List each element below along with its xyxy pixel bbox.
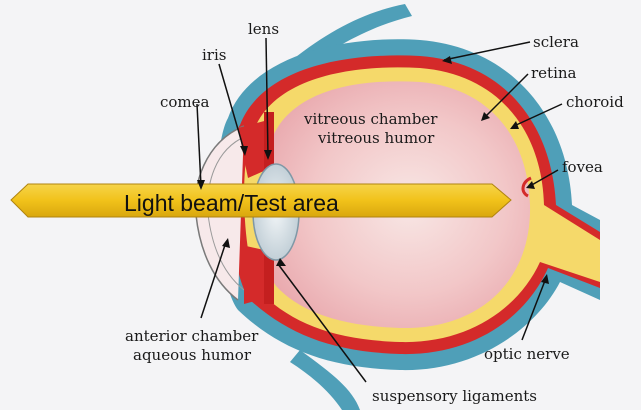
optic-nerve-label: optic nerve — [484, 345, 570, 363]
vitreous-humor-label: vitreous humor — [317, 129, 435, 147]
vitreous-chamber-label: vitreous chamber — [303, 110, 438, 128]
iris-lower — [244, 246, 266, 304]
choroid-label: choroid — [566, 93, 624, 111]
suspensory-ligaments-label: suspensory ligaments — [372, 387, 537, 405]
retina-label: retina — [531, 64, 577, 82]
light-beam-label: Light beam/Test area — [124, 190, 339, 216]
cornea-leader — [197, 104, 201, 186]
cornea-label: comea — [160, 93, 210, 111]
iris-label: iris — [202, 46, 226, 64]
aqueous-humor-label: aqueous humor — [133, 346, 252, 364]
anterior-chamber-label: anterior chamber — [125, 327, 259, 345]
fovea-label: fovea — [562, 158, 603, 176]
sclera-label: sclera — [533, 33, 579, 51]
lens-label: lens — [248, 20, 279, 38]
